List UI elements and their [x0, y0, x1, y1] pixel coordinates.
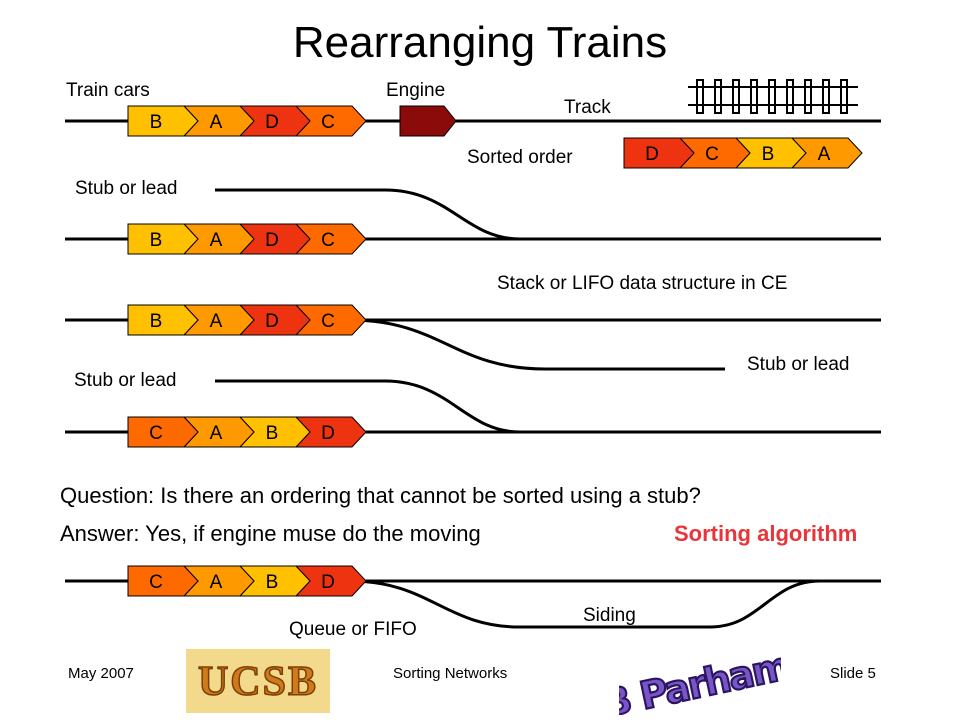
train-cars-layer: B A D C D C B A B A D C B A D C C A B D C A B D — [127, 105, 863, 597]
queue-fifo-label: Queue or FIFO — [289, 619, 417, 640]
answer-text: Answer: Yes, if engine muse do the movin… — [60, 521, 481, 546]
train-car-label: C — [321, 311, 335, 332]
train-car-label: B — [266, 423, 279, 444]
train-car-B — [127, 304, 199, 336]
train-car-label: D — [265, 311, 279, 332]
train-car-label: D — [645, 144, 659, 165]
svg-text:UCSB: UCSB — [198, 659, 318, 705]
engine-icon — [399, 105, 457, 137]
stub-label-3: Stub or lead — [74, 370, 177, 391]
train-car-label: A — [210, 311, 223, 332]
train-car-label: C — [149, 572, 163, 593]
ucsb-logo: UCSB — [186, 649, 330, 713]
train-car-label: A — [210, 230, 223, 251]
engine-label: Engine — [386, 80, 446, 101]
svg-text:B Parhami: B Parhami — [619, 645, 781, 715]
footer-date: May 2007 — [68, 665, 134, 682]
train-car-C — [127, 565, 199, 597]
track-label: Track — [564, 97, 611, 118]
train-car-label: B — [762, 144, 775, 165]
train-car-B — [127, 223, 199, 255]
footer-slide-number: Slide 5 — [830, 665, 876, 682]
stub-label-1: Stub or lead — [75, 178, 178, 199]
siding-label: Siding — [583, 605, 636, 626]
train-car-B — [127, 105, 199, 137]
train-car-label: A — [210, 572, 223, 593]
train-car-label: B — [150, 230, 163, 251]
train-car-label: A — [818, 144, 831, 165]
train-car-label: C — [149, 423, 163, 444]
train-car-label: C — [705, 144, 719, 165]
b-parhami-logo: B Parhami — [619, 645, 781, 715]
train-car-label: B — [266, 572, 279, 593]
train-car-label: B — [150, 112, 163, 133]
slide-title: Rearranging Trains — [292, 18, 668, 67]
stack-lifo-label: Stack or LIFO data structure in CE — [497, 273, 788, 294]
train-car-label: A — [210, 112, 223, 133]
train-car-C — [127, 416, 199, 448]
train-car-D — [623, 137, 695, 169]
train-cars-label: Train cars — [66, 80, 150, 101]
sorting-algorithm-text: Sorting algorithm — [674, 521, 858, 546]
train-car-label: D — [265, 230, 279, 251]
train-car-label: C — [321, 230, 335, 251]
train-car-label: D — [265, 112, 279, 133]
footer-title: Sorting Networks — [393, 665, 508, 682]
train-car-label: D — [321, 423, 335, 444]
stub-lead-3 — [215, 379, 521, 434]
train-car-label: D — [321, 572, 335, 593]
sorted-order-label: Sorted order — [467, 147, 573, 168]
train-car-label: C — [321, 112, 335, 133]
siding-track — [349, 579, 821, 629]
stub-label-2: Stub or lead — [747, 354, 850, 375]
train-car-label: A — [210, 423, 223, 444]
question-text: Question: Is there an ordering that cann… — [60, 483, 701, 508]
stub-lead-2 — [349, 318, 725, 371]
stub-lead-1 — [215, 188, 521, 241]
rail-ties-icon — [688, 79, 858, 114]
train-car-label: B — [150, 311, 163, 332]
